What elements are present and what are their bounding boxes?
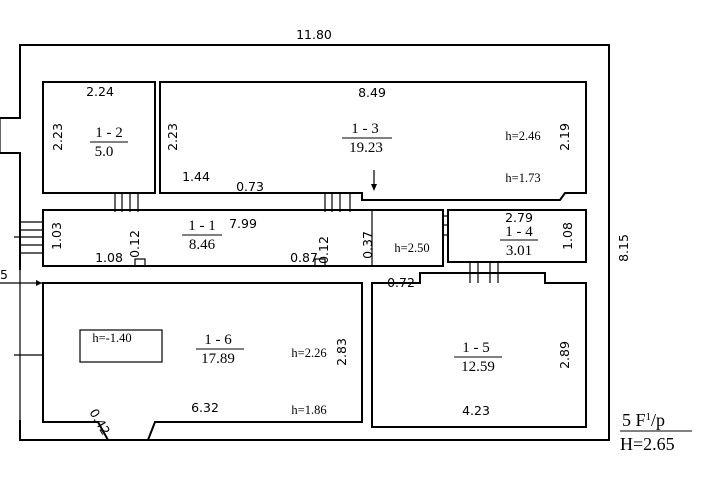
doorway-1-3 — [324, 193, 351, 212]
room-1-4-width: 2.79 — [505, 210, 533, 225]
room-1-2-depth: 2.23 — [50, 123, 65, 151]
room-1-3-h-bottom: h=1.73 — [505, 171, 540, 185]
room-1-3-depth-left: 2.23 — [165, 123, 180, 151]
room-1-6-h-bottom: h=1.86 — [291, 403, 326, 417]
room-1-5-depth: 2.89 — [557, 341, 572, 369]
edge-dim-label: 5 — [0, 267, 8, 282]
room-1-1-dim-e: 0.37 — [360, 231, 375, 259]
room-1-3-id: 1 - 3 — [351, 121, 379, 137]
room-1-3-outline — [159, 81, 587, 201]
room-1-2-area: 5.0 — [95, 144, 114, 160]
room-1-4-depth: 1.08 — [560, 222, 575, 250]
room-1-1-dim-d: 0.12 — [316, 236, 331, 264]
floor-label: 5 F1/p H=2.65 — [620, 410, 692, 454]
niche-2 — [314, 258, 326, 267]
floor-height-label: H=2.65 — [620, 434, 675, 454]
floor-label-suffix: /p — [651, 410, 665, 430]
room-1-1-id: 1 - 1 — [188, 218, 216, 234]
room-1-3-dim-a: 1.44 — [182, 169, 210, 184]
room-1-1-area: 8.46 — [189, 237, 216, 253]
room-1-3-h-top: h=2.46 — [505, 129, 540, 143]
room-1-1-dim-b: 1.08 — [95, 250, 123, 265]
room-1-5-width: 4.23 — [462, 403, 490, 418]
room-1-5-area: 12.59 — [461, 359, 495, 375]
room-1-5-id: 1 - 5 — [462, 340, 490, 356]
doorway-1-5 — [469, 262, 499, 283]
room-1-6-area: 17.89 — [201, 351, 235, 367]
room-1-6-outline — [42, 282, 363, 441]
room-1-6-width: 6.32 — [191, 400, 219, 415]
room-1-4-outline — [447, 209, 587, 263]
room-1-6-id: 1 - 6 — [204, 332, 232, 348]
room-1-5-outline — [371, 272, 587, 428]
room-1-2-outline — [42, 81, 156, 194]
room-1-1-length: 7.99 — [229, 216, 257, 231]
doorway-1-2 — [114, 193, 139, 212]
room-1-4-area: 3.01 — [506, 243, 532, 259]
niche-1 — [134, 258, 146, 267]
room-1-3-width: 8.49 — [358, 85, 386, 100]
entrance-arrow-head — [36, 280, 42, 286]
room-1-3-dim-b: 0.73 — [236, 179, 264, 194]
floor-label-main: 5 F — [622, 410, 646, 430]
doorway-left-corridor — [20, 221, 43, 254]
room-1-1-height: h=2.50 — [394, 241, 429, 255]
doorway-1-4 — [443, 215, 448, 236]
overall-depth-label: 8.15 — [616, 234, 631, 262]
svg-text:5 F1/p: 5 F1/p — [622, 410, 665, 430]
overall-width-label: 11.80 — [296, 27, 332, 42]
room-1-1-dim-c: 0.87 — [290, 250, 318, 265]
room-1-4-id: 1 - 4 — [505, 224, 533, 240]
floor-pit-box — [79, 329, 163, 363]
room-1-3-area: 19.23 — [349, 140, 383, 156]
room-1-2-width: 2.24 — [86, 84, 114, 99]
room-1-2-id: 1 - 2 — [95, 125, 123, 141]
room-1-6-h-top: h=2.26 — [291, 346, 326, 360]
room-1-1-dim-a: 0.12 — [127, 230, 142, 258]
room-1-1-depth: 1.03 — [49, 222, 64, 250]
room-1-6-h-box: h=-1.40 — [92, 331, 131, 345]
level-arrow-head — [371, 184, 377, 191]
floor-label-sup: 1 — [646, 411, 652, 423]
room-1-5-dim-a: 0.72 — [387, 275, 415, 290]
room-1-3-depth-right: 2.19 — [557, 123, 572, 151]
room-1-6-depth: 2.83 — [334, 338, 349, 366]
